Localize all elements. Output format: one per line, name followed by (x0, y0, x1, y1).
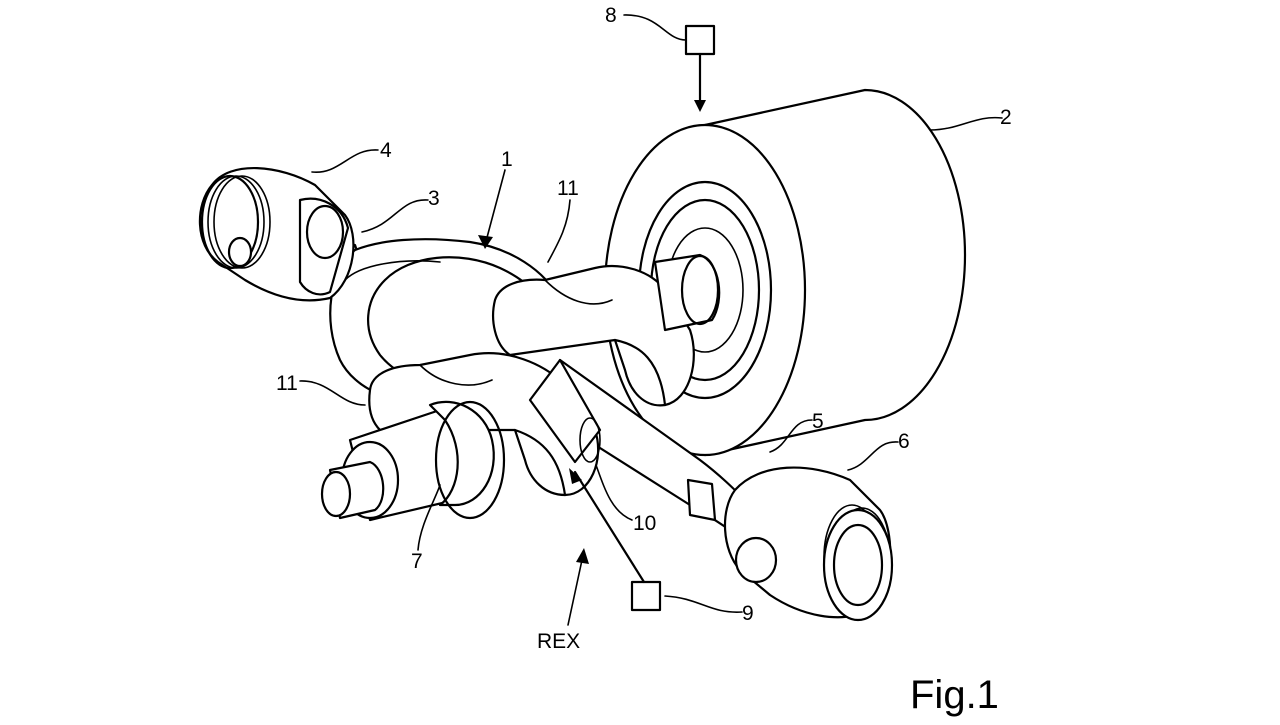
label-rex: REX (537, 630, 580, 653)
label-11-left: 11 (276, 372, 298, 395)
crankshaft-end-7 (320, 400, 506, 522)
control-unit-8 (684, 24, 716, 112)
label-3: 3 (428, 187, 440, 210)
generator-shaft (653, 253, 721, 332)
label-6: 6 (898, 430, 910, 453)
label-10: 10 (633, 512, 656, 535)
label-11-upper: 11 (557, 177, 579, 200)
figure-caption: Fig.1 (910, 673, 999, 717)
label-1: 1 (501, 148, 513, 171)
piston-4 (198, 167, 355, 302)
label-5: 5 (812, 410, 824, 433)
label-7: 7 (411, 550, 423, 573)
crank-pin-10 (528, 358, 602, 464)
label-9: 9 (742, 602, 754, 625)
leader-lines (299, 14, 1003, 626)
piston-6 (723, 466, 894, 622)
label-2: 2 (1000, 106, 1012, 129)
label-4: 4 (380, 139, 392, 162)
label-8: 8 (605, 4, 617, 27)
control-unit-9 (569, 468, 662, 612)
